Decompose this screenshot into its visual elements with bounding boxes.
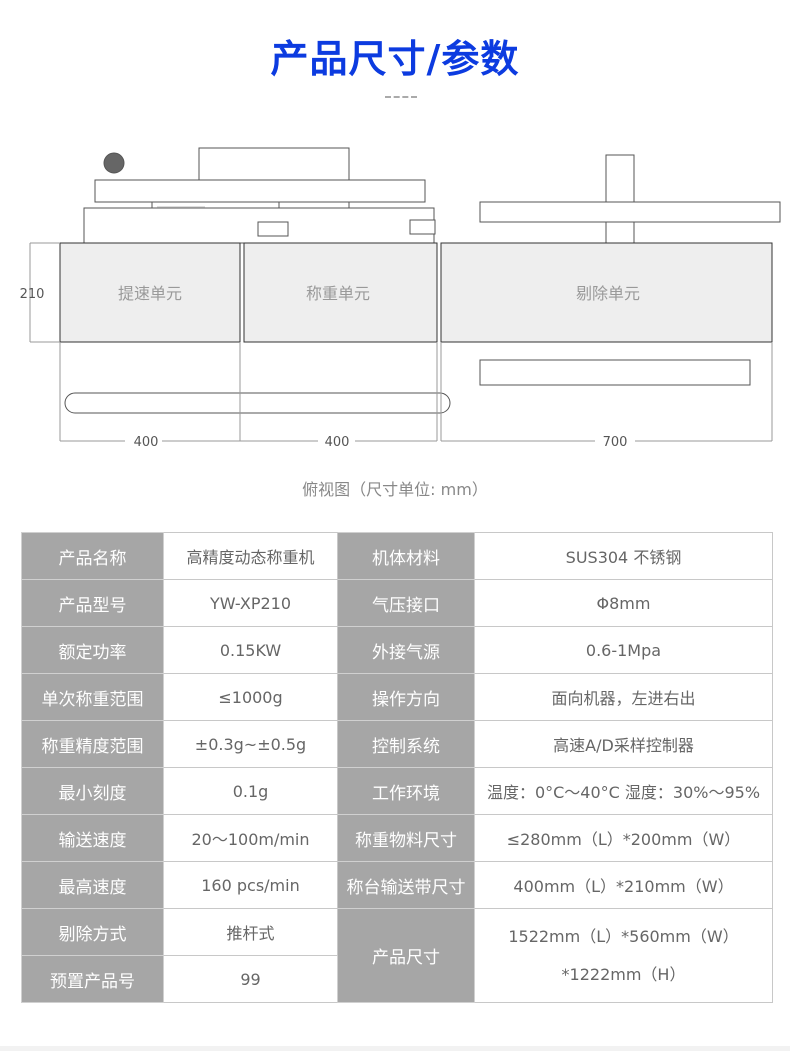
machine-frame <box>64 147 781 414</box>
spec-label: 最高速度 <box>21 861 164 909</box>
spec-value-line: *1222mm（H） <box>561 964 686 984</box>
page-title: 产品尺寸/参数 <box>270 36 520 81</box>
spec-value: 推杆式 <box>163 908 338 956</box>
spec-label: 产品尺寸 <box>337 908 475 1003</box>
spec-label: 称重精度范围 <box>21 720 164 768</box>
top-view-diagram: 提速单元 称重单元 剔除单元 210 400 400 700 <box>20 147 781 450</box>
belt-weighing <box>243 242 438 343</box>
spec-label: 额定功率 <box>21 626 164 674</box>
spec-label: 单次称重范围 <box>21 673 164 721</box>
dim-width: 210 <box>20 287 45 302</box>
spec-value: Φ8mm <box>474 579 773 627</box>
spec-value: ≤1000g <box>163 673 338 721</box>
spec-label: 称重物料尺寸 <box>337 814 475 862</box>
spec-value: 20～100m/min <box>163 814 338 862</box>
dim-reject: 700 <box>603 435 628 450</box>
belt-reject <box>440 242 773 343</box>
spec-value: 0.6-1Mpa <box>474 626 773 674</box>
spec-label: 气压接口 <box>337 579 475 627</box>
spec-value: 温度：0°C～40°C 湿度：30%～95% <box>474 767 773 815</box>
dim-weighing: 400 <box>325 435 350 450</box>
spec-value: ±0.3g~±0.5g <box>163 720 338 768</box>
spec-label: 控制系统 <box>337 720 475 768</box>
spec-label: 产品型号 <box>21 579 164 627</box>
spec-value: 高速A/D采样控制器 <box>474 720 773 768</box>
spec-value: SUS304 不锈钢 <box>474 532 773 580</box>
spec-label: 工作环境 <box>337 767 475 815</box>
spec-value-line: 1522mm（L）*560mm（W） <box>508 926 739 946</box>
spec-value: 400mm（L）*210mm（W） <box>474 861 773 909</box>
spec-label: 称台输送带尺寸 <box>337 861 475 909</box>
spec-label: 产品名称 <box>21 532 164 580</box>
spec-label: 机体材料 <box>337 532 475 580</box>
spec-label: 操作方向 <box>337 673 475 721</box>
divider <box>385 96 417 101</box>
spec-value: 1522mm（L）*560mm（W） *1222mm（H） <box>474 908 773 1003</box>
spec-label: 最小刻度 <box>21 767 164 815</box>
table-row: 剔除方式推杆式产品尺寸 1522mm（L）*560mm（W） *1222mm（H） <box>21 908 773 1003</box>
spec-value: ≤280mm（L）*200mm（W） <box>474 814 773 862</box>
spec-value: 面向机器，左进右出 <box>474 673 773 721</box>
spec-label: 剔除方式 <box>21 908 164 956</box>
diagram-caption: 俯视图（尺寸单位: mm） <box>302 480 488 499</box>
spec-value: YW-XP210 <box>163 579 338 627</box>
spec-value: 160 pcs/min <box>163 861 338 909</box>
dim-speedup: 400 <box>134 435 159 450</box>
unit-label-weighing: 称重单元 <box>306 284 370 303</box>
footer-strip <box>0 1046 790 1051</box>
spec-label: 预置产品号 <box>21 955 164 1003</box>
spec-label: 输送速度 <box>21 814 164 862</box>
spec-value: 0.15KW <box>163 626 338 674</box>
spec-label: 外接气源 <box>337 626 475 674</box>
spec-value: 高精度动态称重机 <box>163 532 338 580</box>
spec-value: 99 <box>163 955 338 1003</box>
belt-speedup <box>59 242 241 343</box>
spec-value: 0.1g <box>163 767 338 815</box>
unit-label-reject: 剔除单元 <box>576 284 640 303</box>
unit-label-speedup: 提速单元 <box>118 284 182 303</box>
